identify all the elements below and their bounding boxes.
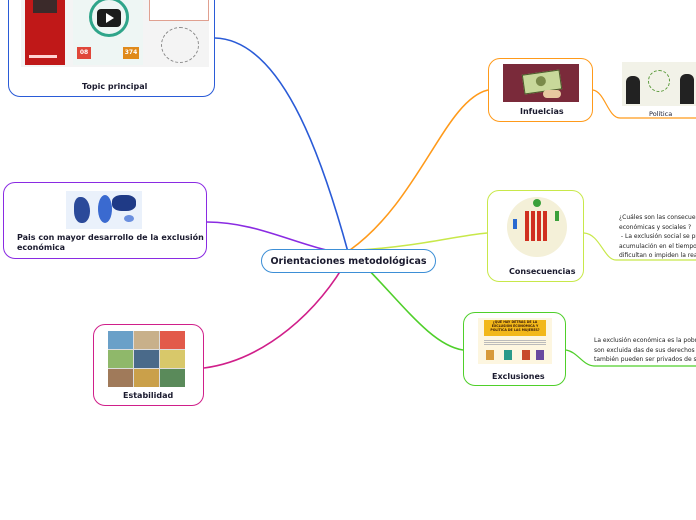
network-icon — [648, 70, 670, 92]
businessman-right — [680, 74, 694, 104]
link-estabilidad — [203, 257, 349, 369]
map-continent-europe-africa — [98, 195, 112, 223]
cover-text-line — [29, 55, 57, 58]
node-pais-desarrollo[interactable]: Pais con mayor desarrollo de la exclusió… — [3, 182, 207, 259]
link-topic — [214, 37, 349, 253]
estabilidad-collage — [108, 331, 185, 387]
consecuencias-note: ¿Cuáles son las consecuencias económicas… — [619, 214, 696, 259]
exclusiones-thumbnail: ¿QUÉ HAY DETRÁS DE LA EXCLUSIÓN ECONÓMIC… — [478, 318, 552, 364]
hand-shape — [543, 90, 561, 98]
consecuencias-label: Consecuencias — [509, 267, 576, 276]
cover-photo — [33, 0, 57, 13]
link-politica — [592, 89, 696, 119]
play-button-icon[interactable] — [97, 9, 121, 27]
link-consecuencias-note — [583, 232, 696, 261]
wheelchair-icon — [533, 199, 541, 207]
exclusiones-note: La exclusión económica es la pobreza son… — [594, 337, 696, 363]
politica-label: Política — [649, 110, 673, 118]
play-triangle-icon — [106, 13, 114, 23]
collage-tile-2 — [134, 331, 159, 349]
topic-thumbnail: 08 374 — [21, 0, 209, 67]
collage-tile-7 — [108, 369, 133, 387]
collage-tile-5 — [134, 350, 159, 368]
collage-tile-6 — [160, 350, 185, 368]
person-blue-1 — [513, 219, 517, 229]
collage-tile-8 — [134, 369, 159, 387]
people-group-red — [525, 211, 549, 241]
node-influencias[interactable]: Infuelcias — [488, 58, 593, 122]
link-influencias — [349, 89, 489, 251]
pais-label: Pais con mayor desarrollo de la exclusió… — [17, 233, 204, 252]
exclusiones-icon-2 — [504, 350, 512, 360]
world-map-thumbnail — [66, 191, 142, 229]
infographic-panel: 08 374 — [73, 0, 143, 65]
map-continent-americas — [74, 197, 90, 223]
stat-box-1: 08 — [77, 47, 91, 59]
book-cover — [25, 0, 65, 65]
estabilidad-label: Estabilidad — [123, 391, 174, 400]
collage-tile-9 — [160, 369, 185, 387]
exclusiones-icon-3 — [522, 350, 530, 360]
info-text-block — [149, 0, 209, 21]
politica-thumbnail — [622, 62, 696, 106]
node-politica[interactable]: Política — [620, 60, 696, 120]
node-exclusiones[interactable]: ¿QUÉ HAY DETRÁS DE LA EXCLUSIÓN ECONÓMIC… — [463, 312, 566, 386]
exclusiones-label: Exclusiones — [492, 372, 545, 381]
map-continent-oceania — [124, 215, 134, 222]
collage-tile-1 — [108, 331, 133, 349]
central-topic-label: Orientaciones metodológicas — [270, 256, 427, 267]
infographic-circle — [89, 0, 129, 37]
link-exclusiones-note — [565, 349, 696, 367]
exclusiones-title-banner: ¿QUÉ HAY DETRÁS DE LA EXCLUSIÓN ECONÓMIC… — [484, 320, 546, 336]
exclusiones-icon-4 — [536, 350, 544, 360]
map-continent-asia — [112, 195, 136, 211]
influencias-label: Infuelcias — [520, 107, 564, 116]
node-consecuencias[interactable]: Consecuencias — [487, 190, 584, 282]
topic-label: Topic principal — [82, 82, 148, 91]
central-topic[interactable]: Orientaciones metodológicas — [261, 249, 436, 273]
collage-tile-4 — [108, 350, 133, 368]
stat-box-2: 374 — [123, 47, 139, 59]
exclusiones-icon-1 — [486, 350, 494, 360]
businessman-left — [626, 76, 640, 104]
exclusiones-text-lines — [484, 340, 546, 346]
node-estabilidad[interactable]: Estabilidad — [93, 324, 204, 406]
node-topic-principal[interactable]: 08 374 Topic principal — [8, 0, 215, 97]
network-graphic — [161, 27, 199, 63]
collage-tile-3 — [160, 331, 185, 349]
link-consecuencias — [359, 232, 488, 251]
influencias-thumbnail — [503, 64, 579, 102]
money-bill-center — [535, 75, 547, 87]
person-green — [555, 211, 559, 221]
consecuencias-thumbnail — [507, 197, 567, 257]
